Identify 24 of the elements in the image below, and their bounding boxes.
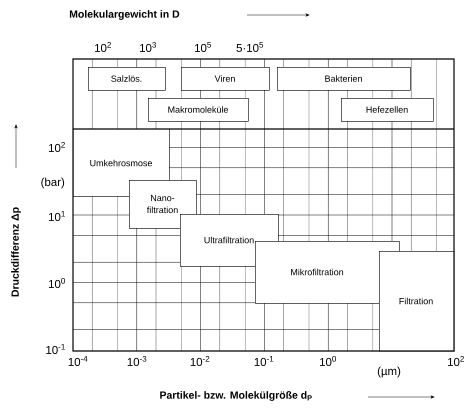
axis-title: Partikel- bzw. Molekülgröße d$_{P}$ — [160, 391, 312, 401]
axis-title: Molekulargewicht in D — [70, 10, 180, 20]
tick-label: 10$^{-3}$ — [128, 356, 146, 366]
tick-label: 10$^{5}$ — [195, 42, 212, 52]
tick-label: 10$^{0}$ — [320, 356, 336, 366]
region-box: Makromoleküle — [148, 98, 249, 122]
tick-label: 10$^{1}$ — [48, 211, 65, 221]
tick-label: 10$^{-1}$ — [254, 356, 274, 366]
region-box: Bakterien — [277, 67, 411, 91]
tick-label: 10$^{3}$ — [140, 42, 156, 52]
tick-label: 10$^{2}$ — [448, 356, 464, 366]
region-box: Salzlös. — [88, 67, 166, 91]
tick-label: (µm) — [378, 366, 400, 378]
region-box: Nano- filtration — [129, 180, 197, 229]
tick-label: 10$^{-1}$ — [46, 344, 65, 354]
tick-label: 10$^{-4}$ — [68, 356, 88, 366]
tick-label: 5·10$^{5}$ — [236, 42, 264, 52]
region-box: Viren — [181, 67, 270, 91]
tick-label: 10$^{-2}$ — [190, 356, 210, 366]
tick-label: 10$^{0}$ — [48, 278, 65, 288]
axis-title: Druckdifferenz Δp — [11, 207, 21, 296]
tick-label: 10$^{2}$ — [95, 42, 111, 52]
region-box: Filtration — [379, 251, 455, 352]
region-box: Hefezellen — [341, 98, 434, 122]
